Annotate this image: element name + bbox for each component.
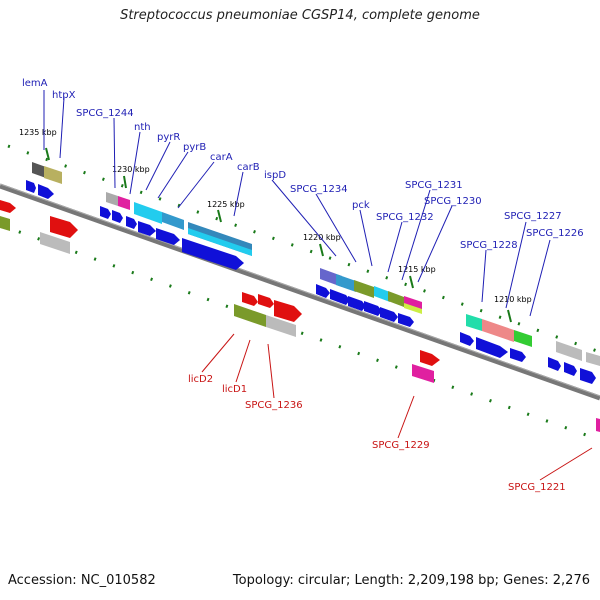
gene-label-SPCG_1228: SPCG_1228 [460, 240, 518, 251]
gene-label-licD2: licD2 [188, 374, 213, 385]
gene-label-SPCG_1231: SPCG_1231 [405, 180, 463, 191]
tick-1230: 1230 kbp [112, 165, 150, 189]
gene-label-SPCG_1229: SPCG_1229 [372, 440, 430, 451]
tick-label-1210: 1210 kbp [494, 295, 532, 304]
gene-label-pck: pck [352, 200, 370, 211]
tick-1210: 1210 kbp [494, 295, 532, 323]
gene-label-htpX: htpX [52, 90, 76, 101]
gene-label-SPCG_1227: SPCG_1227 [504, 211, 562, 222]
gene-label-lemA: lemA [22, 78, 48, 89]
gene-label-pyrB: pyrB [183, 142, 206, 153]
tick-1220: 1220 kbp [303, 233, 341, 257]
tick-label-1215: 1215 kbp [398, 265, 436, 274]
lower-gene-labels: licD2 licD1 SPCG_1236 SPCG_1229 SPCG_122… [188, 374, 566, 493]
tick-1215: 1215 kbp [398, 265, 436, 289]
gene-label-SPCG_1244: SPCG_1244 [76, 108, 134, 119]
gene-label-SPCG_1236: SPCG_1236 [245, 400, 303, 411]
upper-gene-labels: lemA htpX SPCG_1244 nth pyrR pyrB carA c… [22, 78, 584, 251]
gene-label-carB: carB [237, 162, 260, 173]
lower-feature-blocks [0, 200, 600, 432]
topology-text: Topology: circular; Length: 2,209,198 bp… [232, 573, 590, 588]
tick-label-1225: 1225 kbp [207, 200, 245, 209]
accession-text: Accession: NC_010582 [8, 573, 156, 588]
gene-label-SPCG_1221: SPCG_1221 [508, 482, 566, 493]
gene-label-SPCG_1226: SPCG_1226 [526, 228, 584, 239]
tick-label-1220: 1220 kbp [303, 233, 341, 242]
upper-cds-arrows [26, 180, 596, 384]
tick-1235: 1235 kbp [19, 128, 57, 161]
tick-1225: 1225 kbp [207, 200, 245, 223]
gene-label-SPCG_1232: SPCG_1232 [376, 212, 434, 223]
map-title: Streptococcus pneumoniae CGSP14, complet… [120, 8, 480, 23]
tick-label-1230: 1230 kbp [112, 165, 150, 174]
lower-connectors [201, 333, 593, 481]
tick-label-1235: 1235 kbp [19, 128, 57, 137]
gene-label-SPCG_1230: SPCG_1230 [424, 196, 482, 207]
gene-label-licD1: licD1 [222, 384, 247, 395]
gene-label-pyrR: pyrR [157, 132, 180, 143]
gene-label-carA: carA [210, 152, 233, 163]
genome-backbone [0, 183, 600, 401]
gene-label-nth: nth [134, 122, 151, 133]
upper-feature-blocks [32, 162, 600, 366]
upper-connectors [43, 90, 551, 317]
gene-label-SPCG_1234: SPCG_1234 [290, 184, 348, 195]
gene-label-ispD: ispD [264, 170, 286, 181]
